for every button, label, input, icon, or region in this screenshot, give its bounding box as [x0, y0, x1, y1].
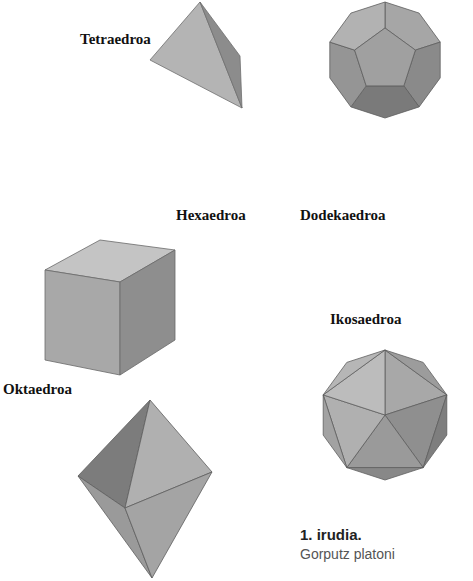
solid-name: Ikosaedroa	[330, 310, 401, 328]
solid-name: Dodekaedroa	[300, 206, 386, 224]
icosahedron	[323, 350, 447, 480]
solid-name: Tetraedroa	[80, 30, 151, 48]
dodecahedron	[330, 2, 440, 118]
tetrahedron	[150, 2, 242, 108]
figure-caption: Gorputz platoni	[300, 546, 395, 563]
hexahedron	[45, 240, 175, 375]
octahedron	[78, 400, 212, 578]
solid-name: Oktaedroa	[3, 380, 72, 398]
figure-number: 1. irudia.	[300, 526, 362, 544]
solid-name: Hexaedroa	[176, 206, 246, 224]
